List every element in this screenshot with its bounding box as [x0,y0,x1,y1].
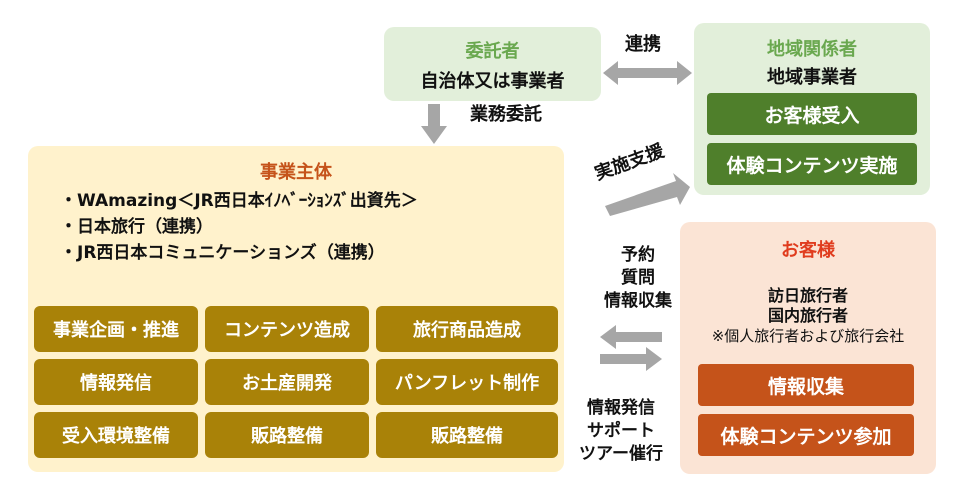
yoyaku-label-3: 情報収集 [604,291,672,311]
hasshin-label-3: ツアー催行 [579,444,663,464]
cell-hasshin: 情報発信 [34,359,198,405]
hasshin-label-1: 情報発信 [587,398,655,418]
cell-ukeire: 受入環境整備 [34,412,198,458]
cell-hanro-2: 販路整備 [376,412,558,458]
cell-hanro-1: 販路整備 [205,412,369,458]
itaku-subtitle: 自治体又は事業者 [420,71,565,92]
okyaku-box: お客様 訪日旅行者 国内旅行者 ※個人旅行者および旅行会社 情報収集 体験コンテ… [680,222,936,474]
cell-ryoko: 旅行商品造成 [376,306,558,352]
jigyo-bullet-1: ・WAmazing＜JR西日本ｲﾉﾍﾞｰｼｮﾝｽﾞ出資先＞ [60,191,418,211]
jigyo-title: 事業主体 [260,162,332,183]
gyomu-down-arrow [421,104,447,144]
okyaku-line-3: ※個人旅行者および旅行会社 [711,327,905,345]
taiken-jisshi-button: 体験コンテンツ実施 [707,143,917,185]
cell-kikaku: 事業企画・推進 [34,306,198,352]
yoyaku-label-1: 予約 [621,245,655,265]
okyaku-title: お客様 [781,240,835,261]
shien-diagonal-arrow [605,173,690,216]
chiiki-title: 地域関係者 [767,39,857,60]
yoyaku-label-2: 質問 [621,268,655,288]
joho-shushu-button: 情報収集 [698,364,914,406]
cell-omiyage: お土産開発 [205,359,369,405]
cell-contents: コンテンツ造成 [205,306,369,352]
jigyo-box: 事業主体 ・WAmazing＜JR西日本ｲﾉﾍﾞｰｼｮﾝｽﾞ出資先＞ ・日本旅行… [28,146,564,472]
okyaku-ukeire-button: お客様受入 [707,93,917,135]
gyomu-label: 業務委託 [470,104,542,125]
chiiki-subtitle: 地域事業者 [767,67,857,88]
itaku-title: 委託者 [465,41,520,62]
hasshin-label-2: サポート [587,421,655,441]
renkei-label: 連携 [625,34,661,55]
to-okyaku-arrow [600,347,662,371]
taiken-sanka-button: 体験コンテンツ参加 [698,414,914,456]
cell-pamphlet: パンフレット制作 [376,359,558,405]
okyaku-line-2: 国内旅行者 [767,306,848,325]
itaku-box: 委託者 自治体又は事業者 [384,27,601,101]
renkei-double-arrow [603,61,692,85]
to-jigyo-arrow [600,325,662,349]
chiiki-box: 地域関係者 地域事業者 お客様受入 体験コンテンツ実施 [694,23,930,195]
jigyo-bullet-2: ・日本旅行（連携） [60,217,213,237]
jigyo-bullet-3: ・JR西日本コミュニケーションズ（連携） [60,243,385,263]
okyaku-line-1: 訪日旅行者 [767,286,848,305]
